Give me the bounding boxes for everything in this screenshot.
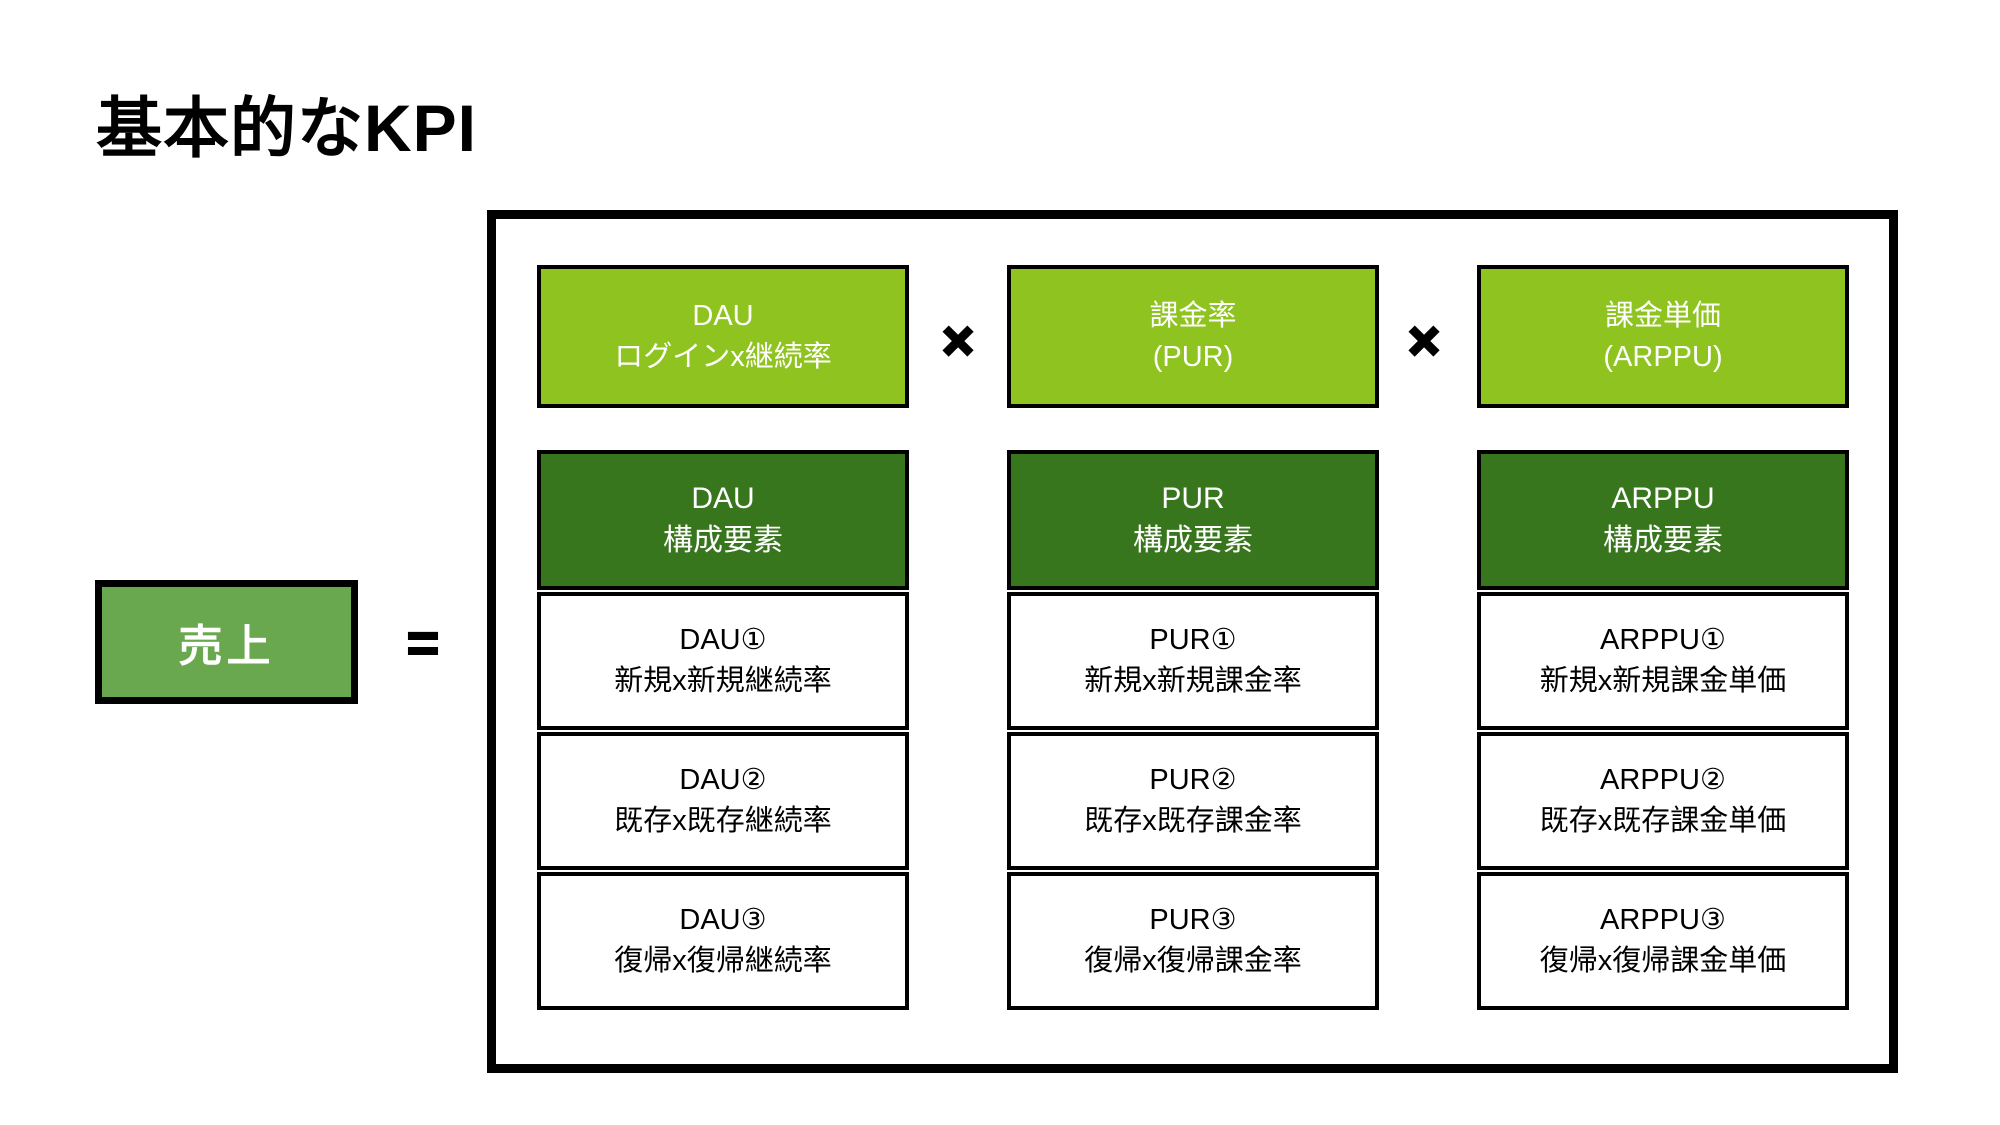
cell-line1: PUR①	[1149, 624, 1237, 657]
cell-line2: 新規x新規継続率	[614, 665, 832, 697]
formula-dau-line2: ログインx継続率	[614, 340, 832, 373]
kpi-cell-arppu1: ARPPU① 新規x新規課金単価	[1477, 592, 1849, 730]
cell-line2: 既存x既存課金単価	[1539, 805, 1787, 837]
column-header-pur: PUR 構成要素	[1007, 450, 1379, 590]
kpi-cell-pur3: PUR③ 復帰x復帰課金率	[1007, 872, 1379, 1010]
header-line1: ARPPU	[1611, 482, 1715, 515]
cell-line1: ARPPU②	[1600, 764, 1726, 797]
formula-dau-line1: DAU	[692, 300, 754, 333]
formula-pur-line2: (PUR)	[1152, 340, 1234, 373]
revenue-box: 売上	[95, 580, 358, 704]
cell-line2: 既存x既存継続率	[614, 805, 832, 837]
multiply-sign: ×	[941, 311, 976, 371]
cell-line2: 復帰x復帰継続率	[614, 945, 832, 977]
header-line2: 構成要素	[1133, 524, 1253, 557]
cell-line2: 新規x新規課金率	[1084, 665, 1302, 697]
cell-line1: DAU①	[679, 624, 767, 657]
column-header-dau: DAU 構成要素	[537, 450, 909, 590]
formula-arppu-line2: (ARPPU)	[1603, 340, 1723, 373]
cell-line1: DAU②	[679, 764, 767, 797]
cell-line1: PUR③	[1149, 904, 1237, 937]
cell-line2: 新規x新規課金単価	[1539, 665, 1787, 697]
column-dau: DAU 構成要素 DAU① 新規x新規継続率 DAU② 既存x既存継続率 DAU…	[537, 450, 909, 1010]
column-arppu: ARPPU 構成要素 ARPPU① 新規x新規課金単価 ARPPU② 既存x既存…	[1477, 450, 1849, 1010]
page-title: 基本的なKPI	[96, 91, 478, 165]
kpi-cell-dau3: DAU③ 復帰x復帰継続率	[537, 872, 909, 1010]
formula-box-pur: 課金率 (PUR)	[1007, 265, 1379, 408]
kpi-cell-arppu2: ARPPU② 既存x既存課金単価	[1477, 732, 1849, 870]
equals-sign: =	[406, 611, 441, 674]
kpi-cell-pur2: PUR② 既存x既存課金率	[1007, 732, 1379, 870]
header-line1: PUR	[1161, 482, 1225, 515]
cell-line1: ARPPU①	[1600, 624, 1726, 657]
cell-line1: DAU③	[679, 904, 767, 937]
cell-line1: ARPPU③	[1600, 904, 1726, 937]
kpi-cell-dau2: DAU② 既存x既存継続率	[537, 732, 909, 870]
formula-box-dau: DAU ログインx継続率	[537, 265, 909, 408]
header-line2: 構成要素	[663, 524, 783, 557]
column-pur: PUR 構成要素 PUR① 新規x新規課金率 PUR② 既存x既存課金率 PUR…	[1007, 450, 1379, 1010]
cell-line2: 既存x既存課金率	[1084, 805, 1302, 837]
revenue-label: 売上	[178, 622, 275, 671]
multiply-sign: ×	[1407, 311, 1442, 371]
header-line2: 構成要素	[1603, 524, 1723, 557]
kpi-cell-pur1: PUR① 新規x新規課金率	[1007, 592, 1379, 730]
formula-arppu-line1: 課金単価	[1604, 300, 1721, 333]
kpi-cell-dau1: DAU① 新規x新規継続率	[537, 592, 909, 730]
formula-pur-line1: 課金率	[1149, 300, 1237, 333]
cell-line1: PUR②	[1149, 764, 1237, 797]
header-line1: DAU	[691, 482, 755, 515]
formula-box-arppu: 課金単価 (ARPPU)	[1477, 265, 1849, 408]
cell-line2: 復帰x復帰課金率	[1084, 945, 1302, 977]
column-header-arppu: ARPPU 構成要素	[1477, 450, 1849, 590]
cell-line2: 復帰x復帰課金単価	[1539, 945, 1787, 977]
kpi-cell-arppu3: ARPPU③ 復帰x復帰課金単価	[1477, 872, 1849, 1010]
